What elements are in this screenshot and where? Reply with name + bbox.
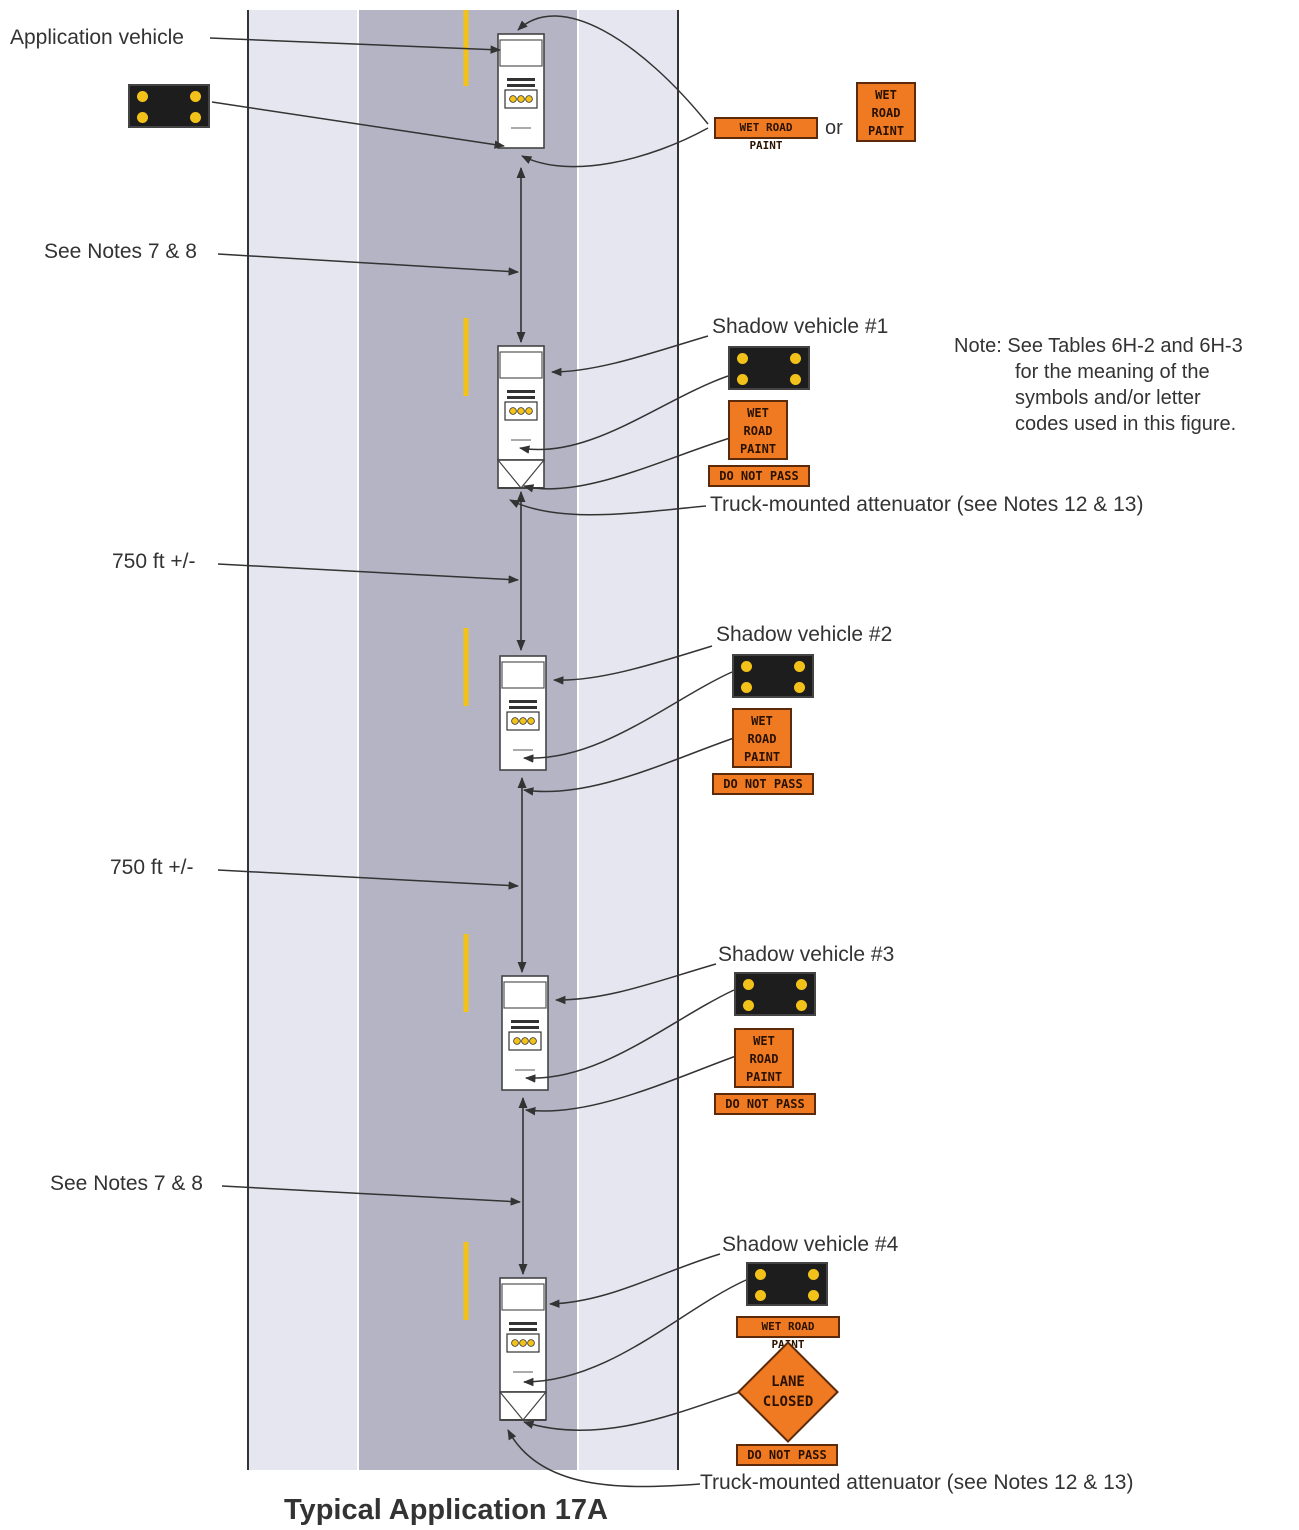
sign-do-not-pass-shadow-4: DO NOT PASS <box>736 1444 838 1466</box>
shoulder-right <box>578 10 678 1470</box>
sign-do-not-pass-shadow-1: DO NOT PASS <box>708 465 810 487</box>
attenuator-2 <box>499 1391 547 1421</box>
arrow-board-application <box>128 84 210 128</box>
sign-lane-closed-text: LANE CLOSED <box>738 1372 838 1412</box>
label-attenuator-1: Truck-mounted attenuator (see Notes 12 &… <box>710 493 1144 516</box>
shadow-vehicle-2 <box>499 655 547 771</box>
label-or: or <box>825 117 843 139</box>
shoulder-left <box>248 10 358 1470</box>
sign-wet-road-paint-bar-application: WET ROAD PAINT <box>714 117 818 152</box>
note-line-2: for the meaning of the <box>1015 361 1210 383</box>
sign-do-not-pass-shadow-2: DO NOT PASS <box>712 773 814 795</box>
shadow-vehicle-3 <box>501 975 549 1091</box>
label-distance-2: 750 ft +/- <box>110 856 194 879</box>
label-application-vehicle: Application vehicle <box>10 26 184 49</box>
shadow-vehicle-1 <box>497 345 545 461</box>
note-line-1: Note: See Tables 6H-2 and 6H-3 <box>954 335 1243 357</box>
label-see-notes-bottom: See Notes 7 & 8 <box>50 1172 203 1195</box>
arrow-board-shadow-2 <box>732 654 814 698</box>
arrow-board-shadow-3 <box>734 972 816 1016</box>
label-shadow-vehicle-4: Shadow vehicle #4 <box>722 1233 899 1256</box>
note-line-4: codes used in this figure. <box>1015 413 1237 435</box>
label-shadow-vehicle-2: Shadow vehicle #2 <box>716 623 893 646</box>
spacing-arrows <box>516 166 528 1276</box>
figure-title: Typical Application 17A <box>284 1494 608 1526</box>
application-vehicle <box>497 33 545 149</box>
shadow-vehicle-4 <box>499 1277 547 1393</box>
sign-do-not-pass-shadow-3: DO NOT PASS <box>714 1093 816 1115</box>
label-distance-1: 750 ft +/- <box>112 550 196 573</box>
sign-lane-closed-line-1: LANE <box>771 1374 805 1390</box>
label-shadow-vehicle-1: Shadow vehicle #1 <box>712 315 889 338</box>
sign-wet-road-paint-bar-shadow-4: WET ROAD PAINT <box>736 1316 840 1351</box>
attenuator-1 <box>497 459 545 489</box>
label-see-notes-top: See Notes 7 & 8 <box>44 240 197 263</box>
leader-lines <box>209 15 747 1488</box>
label-shadow-vehicle-3: Shadow vehicle #3 <box>718 943 895 966</box>
sign-lane-closed-line-2: CLOSED <box>762 1394 814 1410</box>
label-attenuator-2: Truck-mounted attenuator (see Notes 12 &… <box>700 1471 1134 1494</box>
arrow-board-shadow-4 <box>746 1262 828 1306</box>
arrow-board-shadow-1 <box>728 346 810 390</box>
figure-note: Note: See Tables 6H-2 and 6H-3 for the m… <box>954 333 1243 437</box>
note-line-3: symbols and/or letter <box>1015 387 1201 409</box>
